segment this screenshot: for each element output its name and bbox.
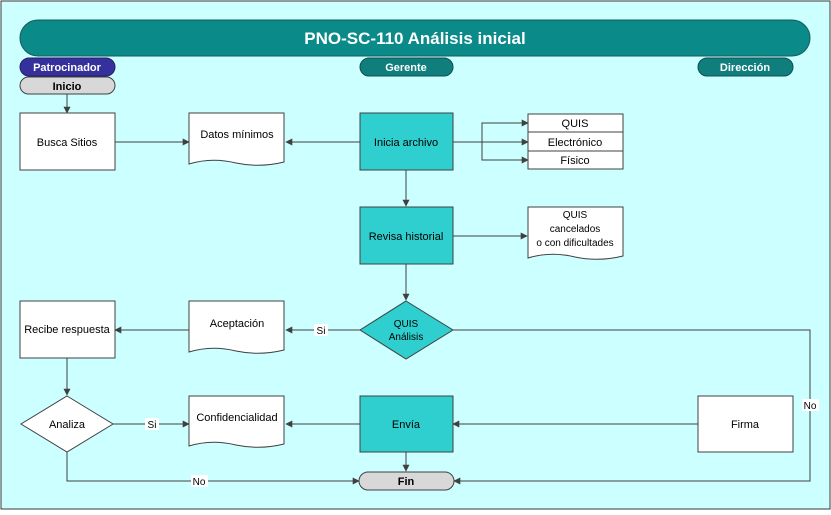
document-aceptacion-label: Aceptación bbox=[210, 318, 264, 330]
record-fisico-label: Físico bbox=[560, 155, 589, 167]
edge-inicia-quis bbox=[481, 119, 529, 142]
record-fisico bbox=[527, 150, 624, 170]
document-confidencialidad-label: Confidencialidad bbox=[196, 412, 277, 424]
process-revisa-historial-label: Revisa historial bbox=[369, 231, 444, 243]
lane-label-direccion: Dirección bbox=[720, 62, 770, 74]
process-recibe-respuesta bbox=[19, 300, 116, 359]
edge-inicia-fisico bbox=[481, 142, 529, 164]
edge-label-bg bbox=[145, 418, 159, 430]
lane-header-patrocinador bbox=[19, 57, 116, 77]
decision-quis-analisis bbox=[359, 300, 454, 360]
decision-analiza-label: Analiza bbox=[49, 419, 86, 431]
page-title: PNO-SC-110 Análisis inicial bbox=[304, 29, 525, 48]
edge-label-no-firma: No bbox=[804, 401, 817, 412]
document-quis-cancelados bbox=[527, 206, 624, 260]
process-recibe-respuesta-label: Recibe respuesta bbox=[24, 324, 110, 336]
lane-header-direccion bbox=[697, 57, 794, 77]
process-inicia-archivo-label: Inicia archivo bbox=[374, 137, 438, 149]
end-label: Fin bbox=[398, 476, 415, 488]
title-bar bbox=[19, 19, 811, 57]
decision-quis-analisis-line1: QUIS bbox=[394, 319, 419, 330]
document-datos-minimos bbox=[188, 112, 285, 166]
edge-analiza-fin bbox=[66, 452, 360, 485]
document-quis-cancelados-line1: QUIS bbox=[563, 210, 588, 221]
start-label: Inicio bbox=[53, 81, 82, 93]
record-quis-label: QUIS bbox=[562, 118, 589, 130]
process-revisa-historial bbox=[359, 206, 454, 265]
edge-label-si-confidencialidad: Si bbox=[148, 420, 157, 431]
lane-label-patrocinador: Patrocinador bbox=[33, 62, 102, 74]
decision-analiza bbox=[20, 395, 114, 453]
edge-label-si-aceptacion: Si bbox=[317, 326, 326, 337]
document-confidencialidad bbox=[188, 395, 285, 448]
document-aceptacion bbox=[188, 300, 285, 354]
record-electronico-label: Electrónico bbox=[548, 137, 602, 149]
process-busca-sitios bbox=[19, 112, 116, 171]
lane-header-gerente bbox=[359, 57, 454, 77]
document-quis-cancelados-line3: o con dificultades bbox=[536, 238, 613, 249]
edge-label-bg bbox=[191, 475, 208, 487]
process-envia-label: Envía bbox=[392, 419, 421, 431]
process-firma bbox=[697, 395, 794, 453]
edge-label-bg bbox=[314, 324, 328, 336]
process-busca-sitios-label: Busca Sitios bbox=[37, 137, 98, 149]
end-terminator bbox=[358, 471, 455, 491]
process-envia bbox=[359, 395, 454, 453]
process-firma-label: Firma bbox=[731, 419, 760, 431]
process-inicia-archivo bbox=[359, 112, 454, 171]
document-datos-minimos-label: Datos mínimos bbox=[200, 129, 274, 141]
document-quis-cancelados-line2: cancelados bbox=[550, 224, 601, 235]
lane-label-gerente: Gerente bbox=[385, 62, 427, 74]
edge-label-bg bbox=[802, 399, 819, 411]
decision-quis-analisis-line2: Análisis bbox=[389, 332, 423, 343]
edge-label-no-fin: No bbox=[193, 477, 206, 488]
